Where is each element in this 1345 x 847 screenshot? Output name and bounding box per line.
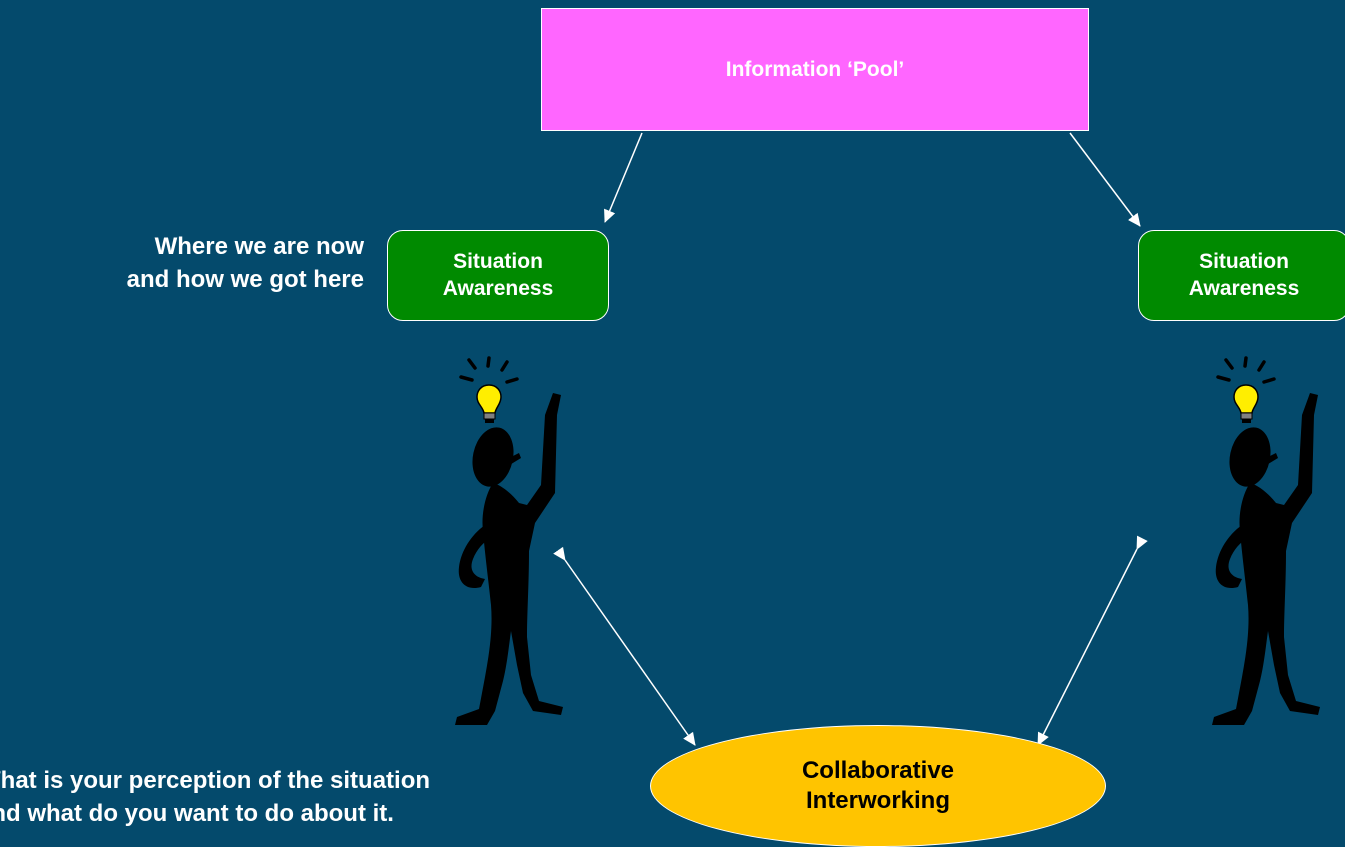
- arrow-pool-to-right-sa: [1069, 132, 1141, 227]
- perception-note: What is your perception of the situation…: [0, 764, 430, 830]
- situation-note-line-2: and how we got here: [126, 266, 364, 294]
- situation-awareness-left-box: Situation Awareness: [387, 230, 609, 321]
- arrow-right-person-collab: [1037, 535, 1148, 746]
- collab-line-2: Interworking: [805, 787, 950, 814]
- situation-awareness-right-box: Situation Awareness: [1138, 230, 1345, 321]
- collaborative-interworking-ellipse: Collaborative Interworking: [650, 725, 1106, 847]
- perception-note-line-1: What is your perception of the situation: [0, 767, 431, 794]
- person-left-idea-icon: [453, 356, 565, 727]
- perception-note-line-2: and what do you want to do about it.: [0, 800, 394, 828]
- sa-right-line-1: Situation: [1199, 250, 1289, 274]
- arrow-left-person-collab: [553, 546, 696, 746]
- person-right-idea-icon: [1210, 356, 1322, 727]
- sa-left-line-1: Situation: [453, 250, 543, 274]
- collab-line-1: Collaborative: [801, 757, 955, 784]
- situation-note-line-1: Where we are now: [154, 233, 364, 260]
- situation-note: Where we are now and how we got here: [0, 230, 364, 296]
- arrow-pool-to-left-sa: [604, 132, 643, 223]
- sa-left-line-2: Awareness: [442, 276, 554, 300]
- sa-right-line-2: Awareness: [1188, 276, 1300, 300]
- information-pool-label: Information ‘Pool’: [725, 57, 905, 81]
- information-pool-box: Information ‘Pool’: [541, 8, 1089, 131]
